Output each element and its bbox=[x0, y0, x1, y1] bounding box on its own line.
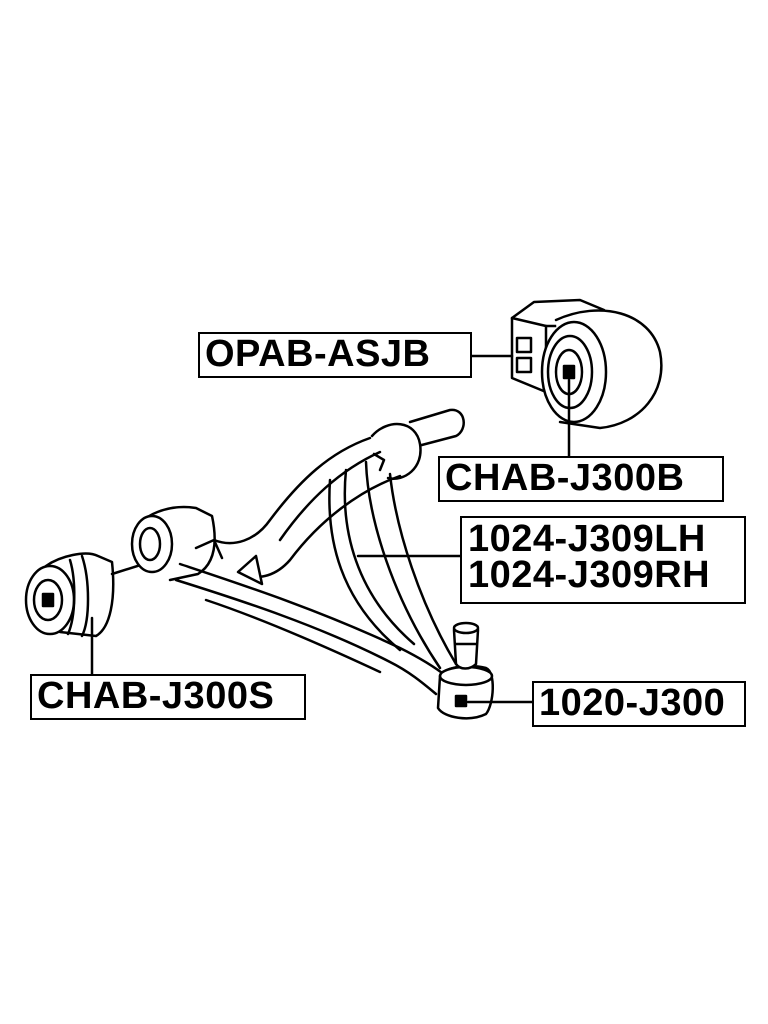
label-1024-j309rh: 1024-J309RH bbox=[468, 554, 711, 596]
label-1024-j309: 1024-J309LH 1024-J309RH bbox=[460, 516, 746, 604]
control-arm-drawing bbox=[130, 408, 494, 720]
front-bushing-drawing bbox=[24, 552, 115, 638]
label-chab-j300s: CHAB-J300S bbox=[30, 674, 306, 720]
label-chab-j300b: CHAB-J300B bbox=[438, 456, 724, 502]
leader-lines bbox=[90, 354, 571, 704]
label-1024-j309lh: 1024-J309LH bbox=[468, 518, 706, 560]
label-1020-j300: 1020-J300 bbox=[532, 681, 746, 727]
label-opab-asjb: OPAB-ASJB bbox=[198, 332, 472, 378]
rear-bushing-bracket-drawing bbox=[510, 298, 663, 430]
